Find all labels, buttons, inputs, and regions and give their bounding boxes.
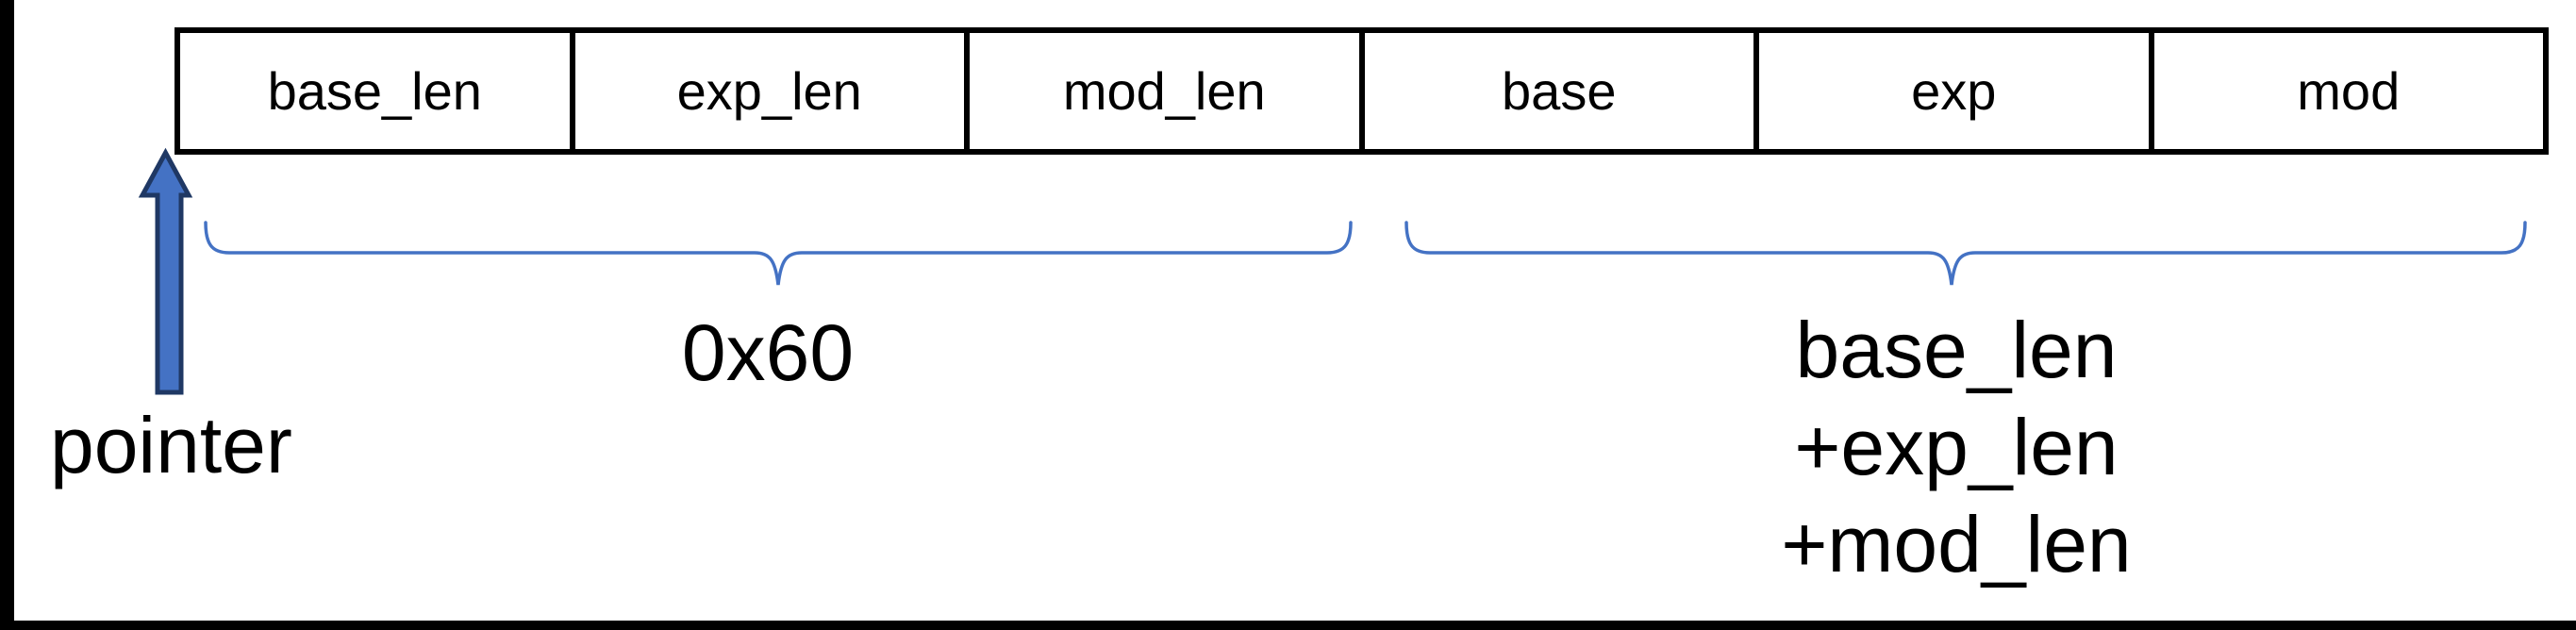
cell-base-len: base_len	[267, 61, 482, 121]
data-size-line-2: +exp_len	[1794, 403, 2119, 491]
header-region-brace-icon	[204, 221, 1353, 286]
cell-exp: exp	[1753, 33, 2149, 149]
header-size-label: 0x60	[681, 308, 855, 397]
data-region-brace-icon	[1404, 221, 2527, 286]
bottom-border-bar	[0, 621, 2576, 630]
cell-exp-len: exp_len	[569, 33, 965, 149]
cell-base: base	[1358, 33, 1754, 149]
cell-mod: mod	[2148, 33, 2544, 149]
pointer-up-arrow-icon	[138, 147, 193, 395]
cell-mod-len: mod_len	[964, 33, 1359, 149]
left-border-bar	[0, 0, 14, 630]
data-size-line-1: base_len	[1795, 306, 2118, 394]
data-size-line-3: +mod_len	[1781, 500, 2132, 589]
memory-layout-table: base_len exp_len mod_len base exp mod	[175, 27, 2549, 155]
data-size-label: base_len +exp_len +mod_len	[1781, 302, 2131, 593]
pointer-label: pointer	[50, 401, 292, 489]
